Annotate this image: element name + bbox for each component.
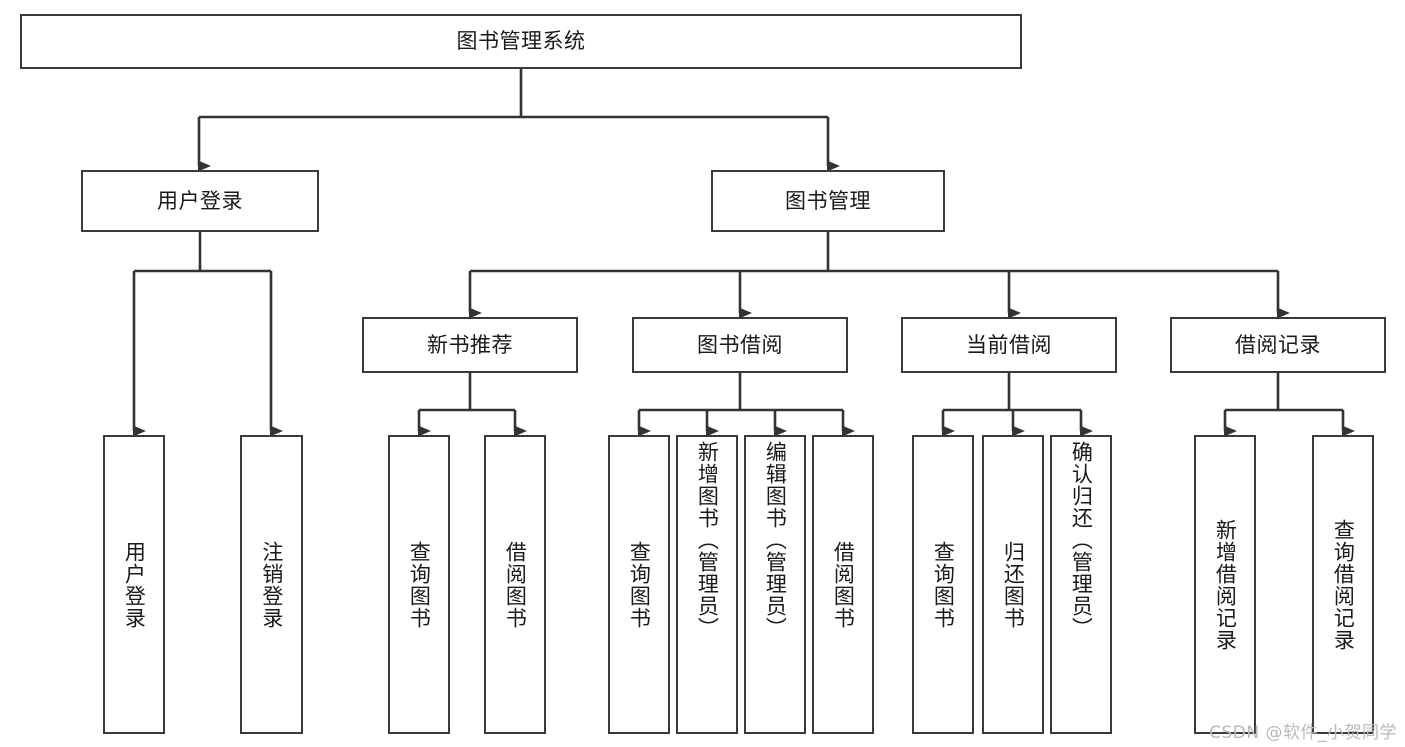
node-borrow-record[interactable]: 借阅记录 — [1170, 317, 1386, 373]
node-query-book-3-label: 查询图书 — [931, 540, 956, 629]
watermark-text: CSDN @软件_小贺同学 — [1209, 723, 1397, 743]
node-user-logout-leaf-label: 注销登录 — [259, 540, 284, 629]
node-query-book-1-label: 查询图书 — [407, 540, 432, 629]
node-root-label: 图书管理系统 — [456, 29, 586, 54]
node-root[interactable]: 图书管理系统 — [20, 14, 1022, 69]
node-borrow-book-2-label: 借阅图书 — [831, 540, 856, 629]
node-user-login-leaf-label: 用户登录 — [122, 540, 147, 629]
node-user-login-leaf[interactable]: 用户登录 — [103, 435, 165, 734]
node-new-book-recommend-label: 新书推荐 — [427, 332, 513, 357]
node-query-book-2[interactable]: 查询图书 — [608, 435, 670, 734]
node-confirm-return-admin-label: 确认归还（管理员） — [1069, 441, 1094, 639]
node-query-borrow-record[interactable]: 查询借阅记录 — [1312, 435, 1374, 734]
node-confirm-return-admin[interactable]: 确认归还（管理员） — [1050, 435, 1112, 734]
node-book-management-label: 图书管理 — [785, 188, 871, 213]
node-edit-book-admin-label: 编辑图书（管理员） — [763, 441, 788, 639]
node-add-book-admin[interactable]: 新增图书（管理员） — [676, 435, 738, 734]
node-borrow-book-1-label: 借阅图书 — [503, 540, 528, 629]
node-query-borrow-record-label: 查询借阅记录 — [1331, 518, 1356, 651]
node-query-book-3[interactable]: 查询图书 — [912, 435, 974, 734]
node-new-book-recommend[interactable]: 新书推荐 — [362, 317, 578, 373]
node-add-borrow-record-label: 新增借阅记录 — [1213, 518, 1238, 651]
node-query-book-1[interactable]: 查询图书 — [388, 435, 450, 734]
node-borrow-record-label: 借阅记录 — [1235, 332, 1321, 357]
node-add-borrow-record[interactable]: 新增借阅记录 — [1194, 435, 1256, 734]
node-user-logout-leaf[interactable]: 注销登录 — [240, 435, 303, 734]
node-user-login[interactable]: 用户登录 — [81, 170, 319, 232]
node-add-book-admin-label: 新增图书（管理员） — [695, 441, 720, 639]
node-book-borrow-label: 图书借阅 — [697, 332, 783, 357]
node-return-book-label: 归还图书 — [1001, 540, 1026, 629]
node-current-borrow-label: 当前借阅 — [966, 332, 1052, 357]
node-book-management[interactable]: 图书管理 — [711, 170, 945, 232]
node-borrow-book-1[interactable]: 借阅图书 — [484, 435, 546, 734]
node-book-borrow[interactable]: 图书借阅 — [632, 317, 848, 373]
node-return-book[interactable]: 归还图书 — [982, 435, 1044, 734]
node-edit-book-admin[interactable]: 编辑图书（管理员） — [744, 435, 806, 734]
node-query-book-2-label: 查询图书 — [627, 540, 652, 629]
node-user-login-label: 用户登录 — [157, 188, 243, 213]
node-borrow-book-2[interactable]: 借阅图书 — [812, 435, 874, 734]
node-current-borrow[interactable]: 当前借阅 — [901, 317, 1117, 373]
